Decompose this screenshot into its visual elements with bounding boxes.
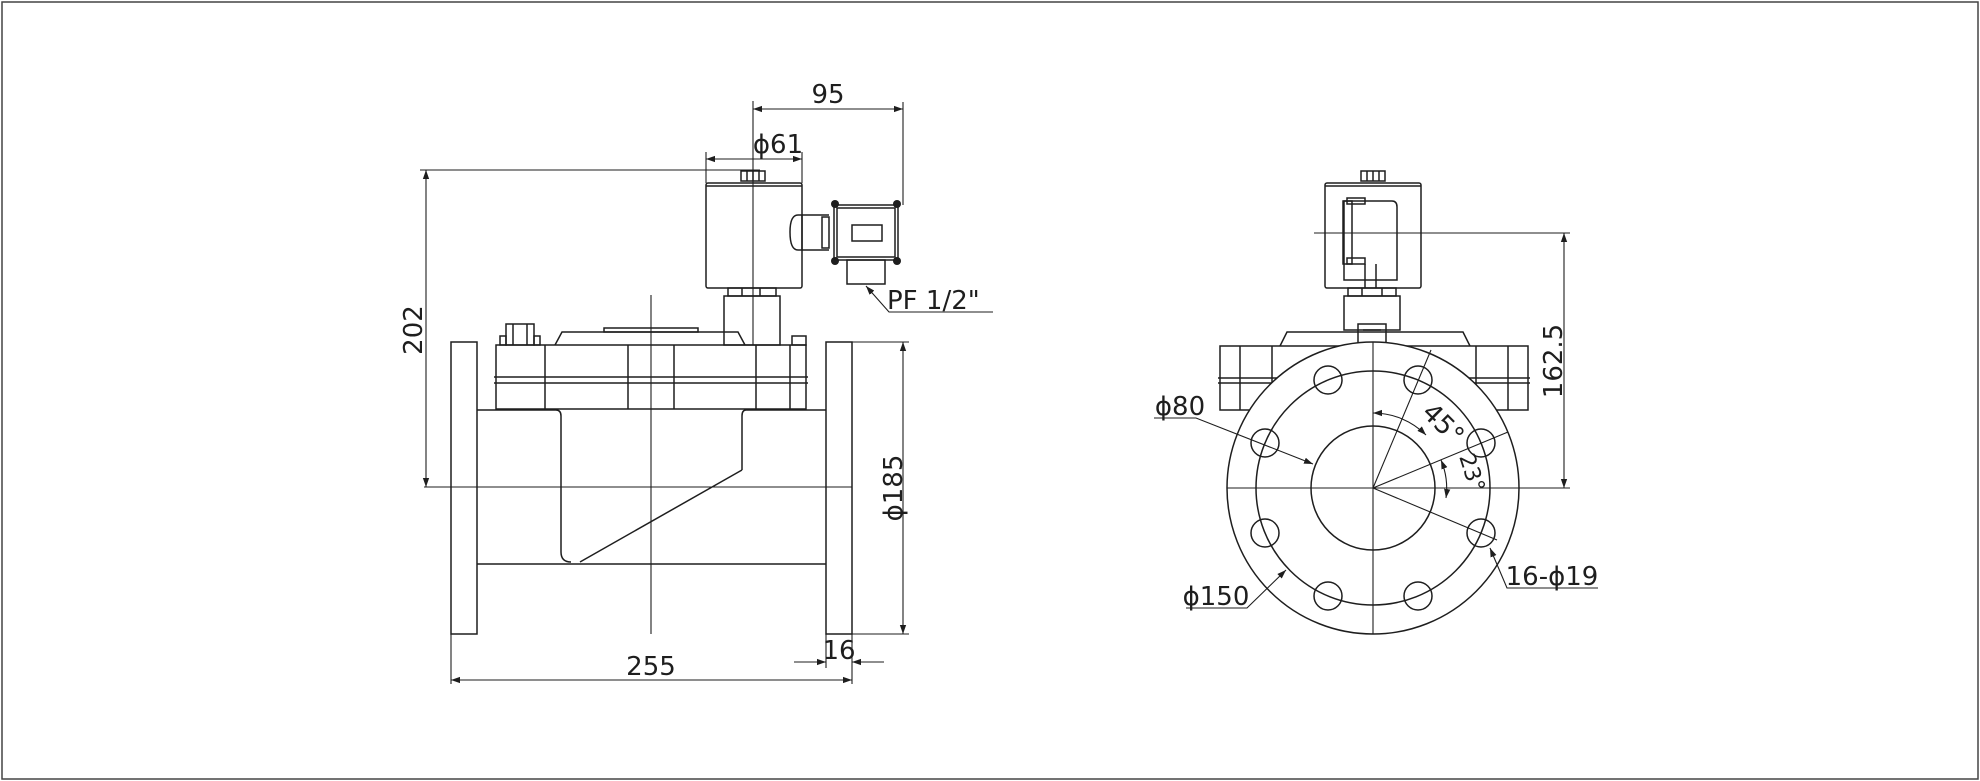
dim-conduit-pf: PF 1/2" (887, 286, 980, 316)
dim-202: 202 (399, 305, 429, 355)
dim-flange-thickness-16: 16 (822, 636, 855, 666)
solenoid-coil (705, 170, 803, 289)
front-view (424, 101, 901, 635)
dim-flange-dia-185: ϕ185 (879, 455, 909, 522)
dim-length-255: 255 (626, 652, 676, 682)
solenoid-stem (723, 287, 781, 346)
side-stem (1343, 287, 1401, 345)
dim-coil-dia-61: ϕ61 (753, 130, 803, 160)
dim-holes-16-dia-19: 16-ϕ19 (1506, 562, 1599, 592)
junction-box (789, 204, 899, 285)
bolt-holes (1250, 365, 1496, 611)
side-coil (1324, 170, 1422, 289)
pipe-body (477, 409, 826, 565)
dim-95: 95 (811, 80, 844, 110)
front-dimensions: 95 ϕ61 202 PF 1/2" ϕ185 255 16 (399, 80, 993, 684)
dim-height-162-5: 162.5 (1539, 324, 1569, 398)
dim-bore-dia-80: ϕ80 (1155, 392, 1205, 422)
right-flange (825, 341, 853, 635)
dim-pcd-150: ϕ150 (1183, 582, 1250, 612)
left-flange (450, 341, 478, 635)
side-view (1218, 170, 1530, 635)
